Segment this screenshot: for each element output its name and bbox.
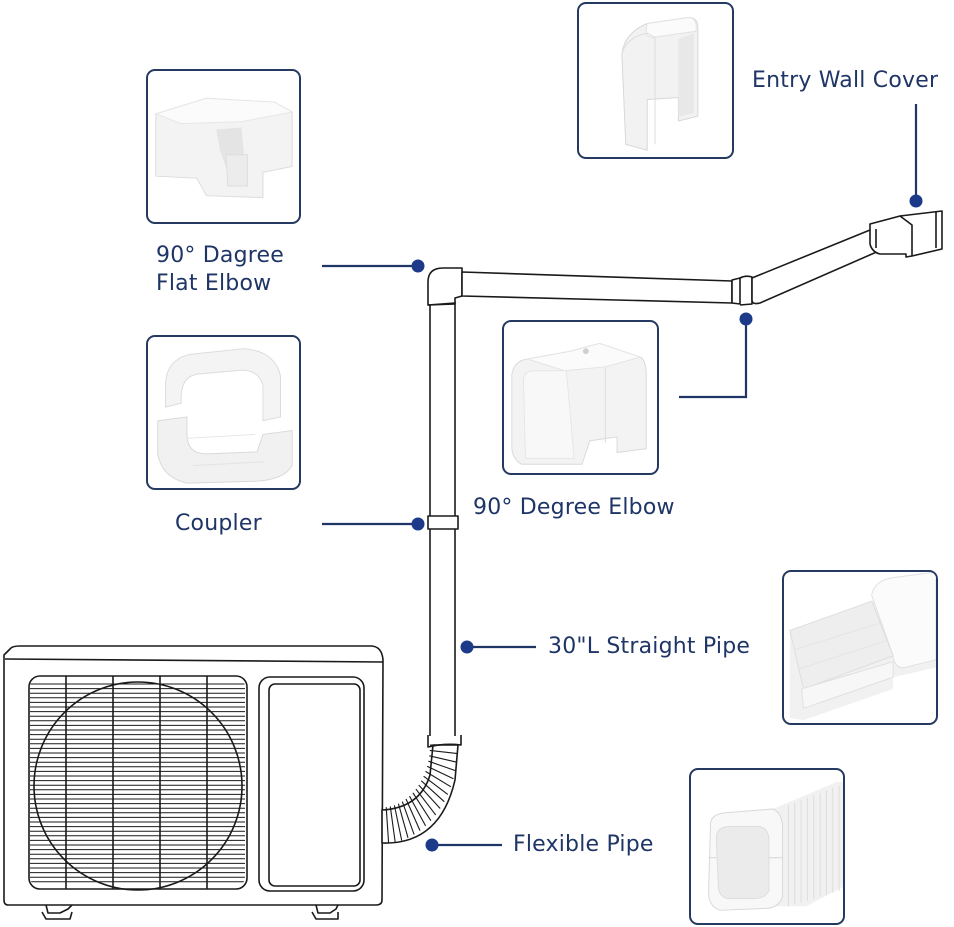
callout-dot-straight-pipe bbox=[460, 640, 474, 654]
callout-dot-degree-elbow bbox=[739, 312, 753, 326]
label-flat-elbow-line1: 90° Dagree bbox=[156, 243, 285, 268]
flex-pipe-rib bbox=[429, 755, 457, 763]
flex-pipe-rib bbox=[409, 795, 427, 827]
flex-pipe-rib bbox=[420, 780, 445, 803]
flex-pipe-rib bbox=[401, 801, 415, 835]
label-flexible-pipe: Flexible Pipe bbox=[513, 832, 654, 857]
coupler-card bbox=[146, 335, 301, 490]
label-degree-elbow: 90° Degree Elbow bbox=[473, 495, 675, 520]
flex-pipe-rib bbox=[415, 788, 437, 816]
flat-elbow-icon bbox=[154, 97, 294, 199]
flat-elbow-drawing bbox=[427, 267, 463, 306]
entry-wall-cover-icon bbox=[621, 17, 699, 151]
flat-elbow-card bbox=[146, 69, 301, 224]
label-entry-wall-cover: Entry Wall Cover bbox=[752, 68, 939, 93]
leader-degree-elbow bbox=[679, 320, 748, 399]
flexible-pipe-icon bbox=[708, 781, 843, 911]
callout-dot-entry-wall-cover bbox=[909, 194, 923, 208]
flex-pipe-rib bbox=[426, 765, 454, 780]
straight-pipe-drawing bbox=[427, 302, 459, 736]
degree-elbow-card bbox=[502, 320, 659, 475]
entry-wall-cover-drawing bbox=[869, 210, 943, 258]
flex-pipe-rib bbox=[405, 798, 421, 831]
coupler-icon bbox=[157, 348, 293, 484]
flex-pipe-rib bbox=[389, 806, 396, 843]
flexible-pipe-card bbox=[689, 768, 845, 925]
callout-dot-flexible-pipe bbox=[425, 838, 439, 852]
flex-pipe-rib bbox=[418, 784, 441, 809]
flex-pipe-rib bbox=[425, 770, 452, 788]
flex-pipe-rib bbox=[412, 792, 432, 821]
callout-dot-flat-elbow bbox=[411, 259, 425, 273]
flex-pipe-rib bbox=[393, 805, 403, 841]
entry-wall-cover-card bbox=[577, 2, 734, 159]
label-coupler: Coupler bbox=[175, 511, 262, 536]
label-straight-pipe: 30"L Straight Pipe bbox=[548, 634, 751, 659]
degree-elbow-drawing bbox=[731, 275, 753, 306]
flex-pipe-rib bbox=[397, 803, 409, 838]
flex-pipe-rib bbox=[429, 749, 458, 755]
flex-pipe-rib bbox=[423, 775, 449, 795]
straight-pipe-card bbox=[782, 570, 938, 725]
straight-pipe-icon bbox=[789, 572, 936, 721]
degree-elbow-icon bbox=[511, 342, 647, 465]
flex-pipe-rib bbox=[385, 807, 390, 844]
flex-pipe-rib bbox=[428, 760, 456, 772]
label-flat-elbow-line2: Flat Elbow bbox=[156, 271, 272, 296]
ac-outdoor-unit bbox=[3, 645, 384, 920]
flexible-pipe-drawing bbox=[381, 735, 462, 844]
callout-dot-coupler bbox=[411, 517, 425, 531]
horizontal-pipe-drawing bbox=[461, 271, 733, 304]
